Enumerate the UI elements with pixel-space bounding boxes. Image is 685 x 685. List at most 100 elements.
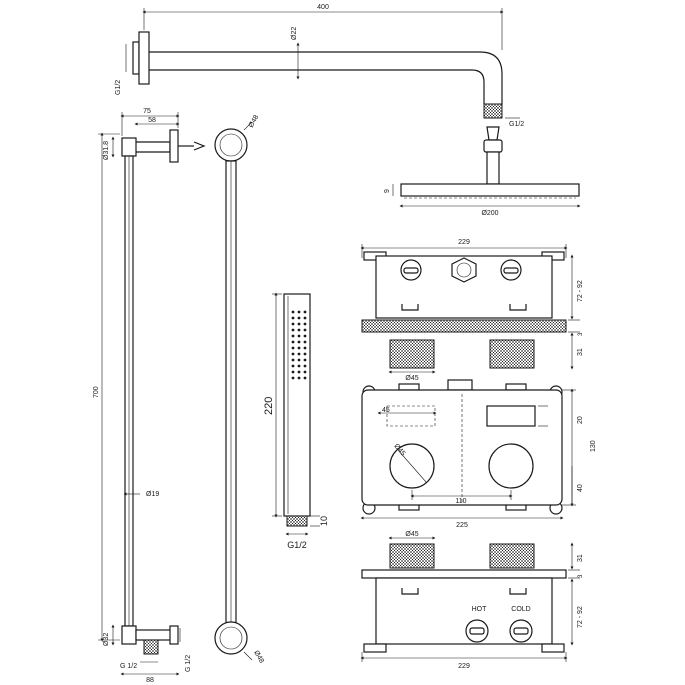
- hand-shower-thread: [286, 515, 308, 527]
- nozzle-dot: [297, 358, 301, 362]
- nozzle-dot: [297, 340, 301, 344]
- rail-inlet-thread: [143, 639, 159, 655]
- arm-length-label: 400: [317, 4, 329, 11]
- head-diameter-label: Ø200: [481, 210, 498, 217]
- box-front-height-label: 130: [590, 440, 597, 452]
- box-front-cutout-height-label: 20: [577, 416, 584, 424]
- nozzle-dot: [291, 346, 295, 350]
- box-top-width-label: 229: [458, 239, 470, 246]
- hot-label: HOT: [472, 606, 488, 613]
- nozzle-dot: [297, 376, 301, 380]
- box-bottom-lug-right: [541, 643, 565, 653]
- box-bottom-knob-diameter-label: Ø45: [405, 531, 418, 538]
- rail-top-bracket: [121, 137, 137, 157]
- box-bottom-width-label: 229: [458, 663, 470, 670]
- box-bottom-plate-label: 3: [578, 574, 584, 578]
- box-bottom-lug-left: [363, 643, 387, 653]
- box-top-knob-diameter-label: Ø45: [405, 375, 418, 382]
- nozzle-dot: [303, 340, 307, 344]
- box-bottom-depth-label: 72 - 92: [577, 606, 584, 628]
- nozzle-dot: [291, 328, 295, 332]
- rail-side-view: 75 58 Ø31.8 700 Ø19 Ø32 G 1/2 G 1/2 88: [93, 108, 206, 684]
- nozzle-dot: [303, 346, 307, 350]
- nozzle-dot: [303, 370, 307, 374]
- valve-top-center: [451, 257, 477, 283]
- box-bottom-cover-plate: [361, 569, 567, 579]
- rail-offset-label: 75: [143, 108, 151, 115]
- nozzle-dot: [303, 322, 307, 326]
- box-top-plate-label: 3: [578, 332, 584, 336]
- nozzle-dot: [291, 364, 295, 368]
- arm-diameter-label: Ø22: [291, 27, 298, 40]
- box-top-depth-label: 72 - 92: [577, 280, 584, 302]
- nozzle-dot: [297, 346, 301, 350]
- shower-arm: 400 Ø22 G1/2 G1/2: [115, 4, 524, 128]
- wall-flange: [138, 31, 150, 85]
- head-height-label: 9: [384, 189, 391, 193]
- rail-ring-bottom-label: Ø48: [252, 650, 265, 665]
- arm-thread-label: G1/2: [115, 80, 122, 95]
- knob-top-right: [489, 339, 535, 369]
- rail-height-label: 700: [93, 386, 100, 398]
- nozzle-dot: [303, 328, 307, 332]
- box-bottom-knob-height-label: 31: [577, 554, 584, 562]
- nozzle-dot: [297, 352, 301, 356]
- nozzle-dot: [303, 316, 307, 320]
- rail-front-view: Ø48 Ø48: [214, 114, 265, 665]
- nozzle-dot: [297, 364, 301, 368]
- rail-bottom-ring: [214, 621, 248, 655]
- rail-bracket-label: 58: [148, 117, 156, 124]
- shower-head: 9 Ø200: [384, 126, 581, 217]
- rail-bottom-diameter-label: Ø32: [103, 633, 110, 646]
- nozzle-dot: [291, 358, 295, 362]
- nozzle-dot: [303, 352, 307, 356]
- hand-shower-length-label: 220: [263, 397, 275, 415]
- nozzle-dot: [291, 370, 295, 374]
- nozzle-dot: [297, 328, 301, 332]
- box-front-bottom-label: 40: [577, 484, 584, 492]
- nozzle-dot: [297, 322, 301, 326]
- valve-knob-right: [488, 443, 534, 489]
- nozzle-dot: [303, 364, 307, 368]
- cold-label: COLD: [511, 606, 530, 613]
- hand-shower-thread-label: G1/2: [287, 540, 307, 550]
- box-front-center-fitting: [447, 379, 473, 391]
- rail-bottom-bracket: [121, 625, 137, 645]
- arm-outlet-thread: [483, 103, 503, 119]
- head-connector: [486, 151, 500, 185]
- valve-box-bottom-view: Ø45 HOT COLD 31 3 72 - 92 229: [360, 531, 584, 670]
- valve-box-top-view: 229 Ø45 72 - 92 3 31: [360, 239, 584, 382]
- nozzle-dot: [297, 334, 301, 338]
- box-top-knob-height-label: 31: [577, 348, 584, 356]
- nozzle-dot: [297, 310, 301, 314]
- wall-thread-stub: [132, 41, 140, 75]
- box-front-width-label: 225: [456, 522, 468, 529]
- nozzle-dot: [291, 322, 295, 326]
- rail-inlet-thread-label: G 1/2: [120, 663, 137, 670]
- rail-top-diameter-label: Ø31.8: [103, 141, 110, 160]
- nozzle-dot: [303, 334, 307, 338]
- rail-outlet-thread-label: G 1/2: [185, 655, 192, 672]
- knob-bottom-right: [489, 543, 535, 569]
- knob-bottom-left: [389, 543, 435, 569]
- nozzle-dot: [291, 310, 295, 314]
- rail-bottom-offset-label: 88: [146, 677, 154, 684]
- shower-head-plate: [400, 183, 580, 197]
- ball-joint: [483, 139, 503, 153]
- ball-joint-neck: [486, 126, 500, 141]
- box-front-cutout-label: 45: [382, 407, 390, 414]
- rail-outlet-flange: [169, 625, 179, 645]
- nozzle-dot: [303, 310, 307, 314]
- nozzle-dot: [303, 358, 307, 362]
- box-front-spacing-label: 110: [455, 498, 466, 505]
- arm-tube-bottom: [149, 69, 485, 104]
- hand-shower: 220 10 G1/2: [263, 292, 329, 550]
- nozzle-dot: [291, 334, 295, 338]
- hand-shower-nozzles: [291, 310, 307, 380]
- rail-tube-diameter-label: Ø19: [146, 491, 159, 498]
- arm-tube-top: [149, 51, 503, 104]
- nozzle-dot: [291, 340, 295, 344]
- rail-ring-top-label: Ø48: [248, 114, 261, 129]
- rail-wall-flange: [169, 129, 179, 163]
